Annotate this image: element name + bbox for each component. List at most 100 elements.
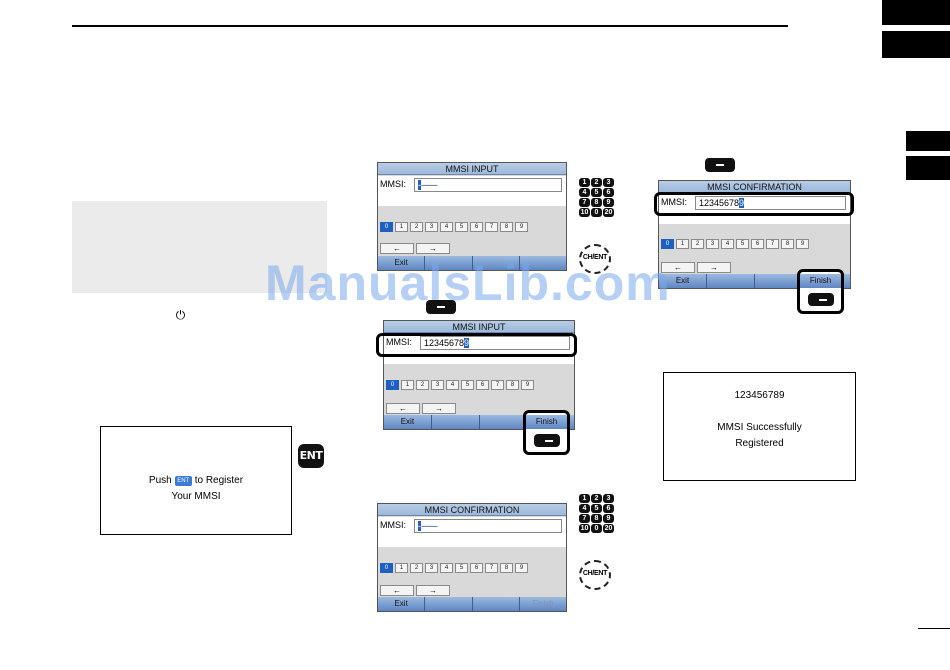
keypad-key[interactable]: 1 (579, 494, 590, 503)
keypad-key[interactable]: 6 (603, 188, 614, 197)
keypad-key[interactable]: 8 (591, 514, 602, 523)
digit-key[interactable]: 9 (515, 222, 528, 232)
keypad-key[interactable]: 4 (579, 188, 590, 197)
digit-key[interactable]: 2 (410, 222, 423, 232)
left-arrow-button[interactable]: ← (380, 585, 414, 596)
minus-key-icon[interactable] (808, 293, 834, 306)
digit-key[interactable]: 3 (431, 380, 444, 390)
keypad-key[interactable]: 3 (603, 494, 614, 503)
keypad-key[interactable]: 7 (579, 514, 590, 523)
digit-key[interactable]: 1 (401, 380, 414, 390)
digit-key[interactable]: 4 (446, 380, 459, 390)
input-cursor: 9 (739, 198, 745, 208)
digit-key[interactable]: 9 (796, 239, 809, 249)
digit-key[interactable]: 6 (470, 222, 483, 232)
right-arrow-button[interactable]: → (416, 585, 450, 596)
minus-key-icon[interactable] (534, 434, 560, 447)
exit-softkey[interactable]: Exit (378, 597, 426, 611)
digit-key[interactable]: 2 (691, 239, 704, 249)
keypad-key[interactable]: 6 (603, 504, 614, 513)
keypad-key[interactable]: 5 (591, 188, 602, 197)
exit-softkey[interactable]: Exit (384, 415, 432, 429)
softkey-2[interactable] (425, 597, 473, 611)
mmsi-input[interactable]: 123456789 (420, 336, 570, 350)
left-arrow-button[interactable]: ← (380, 243, 414, 254)
mmsi-input[interactable]: ​--------- (414, 178, 562, 192)
digit-key[interactable]: 5 (461, 380, 474, 390)
digit-key[interactable]: 7 (766, 239, 779, 249)
digit-key[interactable]: 6 (751, 239, 764, 249)
keypad-key[interactable]: 3 (603, 178, 614, 187)
keypad-key[interactable]: 4 (579, 504, 590, 513)
digit-key[interactable]: 1 (676, 239, 689, 249)
digit-key[interactable]: 0 (380, 563, 393, 573)
softkey-3[interactable] (473, 597, 520, 611)
ent-key-icon[interactable]: ENT (298, 444, 324, 468)
digit-key[interactable]: 4 (440, 222, 453, 232)
keypad-key[interactable]: 2 (591, 494, 602, 503)
digit-key[interactable]: 1 (395, 222, 408, 232)
mmsi-input[interactable]: ​--------- (414, 519, 562, 533)
digit-key[interactable]: 3 (425, 563, 438, 573)
digit-key[interactable]: 0 (661, 239, 674, 249)
minus-key-icon[interactable] (426, 300, 456, 314)
softkey-3[interactable] (473, 256, 520, 270)
softkey-2[interactable] (425, 256, 473, 270)
digit-key[interactable]: 8 (500, 222, 513, 232)
keypad-key[interactable]: 20 (603, 524, 614, 533)
keypad-key[interactable]: 9 (603, 514, 614, 523)
keypad-key[interactable]: 7 (579, 198, 590, 207)
digit-key[interactable]: 4 (440, 563, 453, 573)
exit-softkey[interactable]: Exit (378, 256, 426, 270)
digit-key[interactable]: 7 (485, 222, 498, 232)
keypad-key[interactable]: 5 (591, 504, 602, 513)
digit-key[interactable]: 9 (521, 380, 534, 390)
keypad-key[interactable]: 20 (603, 208, 614, 217)
right-arrow-button[interactable]: → (697, 262, 731, 273)
mmsi-input[interactable]: 123456789 (695, 196, 846, 210)
softkey-2[interactable] (707, 274, 755, 288)
ch-ent-dial-icon[interactable]: CH/ENT (579, 560, 611, 590)
exit-softkey[interactable]: Exit (659, 274, 707, 288)
digit-key[interactable]: 1 (395, 563, 408, 573)
digit-key[interactable]: 0 (380, 222, 393, 232)
digit-key[interactable]: 7 (485, 563, 498, 573)
right-arrow-button[interactable]: → (422, 403, 456, 414)
digit-key[interactable]: 6 (470, 563, 483, 573)
digit-key[interactable]: 0 (386, 380, 399, 390)
softkey-2[interactable] (432, 415, 480, 429)
right-arrow-button[interactable]: → (416, 243, 450, 254)
digit-key[interactable]: 9 (515, 563, 528, 573)
keypad-key[interactable]: 0 (591, 524, 602, 533)
digit-key[interactable]: 3 (706, 239, 719, 249)
keypad-key[interactable]: 9 (603, 198, 614, 207)
left-arrow-button[interactable]: ← (661, 262, 695, 273)
note-box (72, 201, 327, 293)
digit-key[interactable]: 6 (476, 380, 489, 390)
keypad-key[interactable]: 2 (591, 178, 602, 187)
keypad-key[interactable]: 8 (591, 198, 602, 207)
minus-key-icon[interactable] (705, 158, 735, 172)
digit-key[interactable]: 8 (500, 563, 513, 573)
softkey-3[interactable] (755, 274, 803, 288)
digit-key[interactable]: 8 (506, 380, 519, 390)
keypad-key[interactable]: 10 (579, 524, 590, 533)
digit-key[interactable]: 8 (781, 239, 794, 249)
digit-key[interactable]: 5 (455, 222, 468, 232)
digit-key[interactable]: 3 (425, 222, 438, 232)
digit-key[interactable]: 5 (455, 563, 468, 573)
digit-key[interactable]: 7 (491, 380, 504, 390)
digit-key[interactable]: 5 (736, 239, 749, 249)
finish-softkey-disabled[interactable]: Finish (532, 599, 554, 608)
digit-key[interactable]: 2 (410, 563, 423, 573)
ch-ent-dial-icon[interactable]: CH/ENT (579, 244, 611, 274)
keypad-key[interactable]: 0 (591, 208, 602, 217)
keypad-key[interactable]: 10 (579, 208, 590, 217)
digit-key[interactable]: 4 (721, 239, 734, 249)
softkey-3[interactable] (480, 415, 528, 429)
power-icon: ⏻ (175, 308, 186, 322)
keypad-key[interactable]: 1 (579, 178, 590, 187)
left-arrow-button[interactable]: ← (386, 403, 420, 414)
digit-key[interactable]: 2 (416, 380, 429, 390)
